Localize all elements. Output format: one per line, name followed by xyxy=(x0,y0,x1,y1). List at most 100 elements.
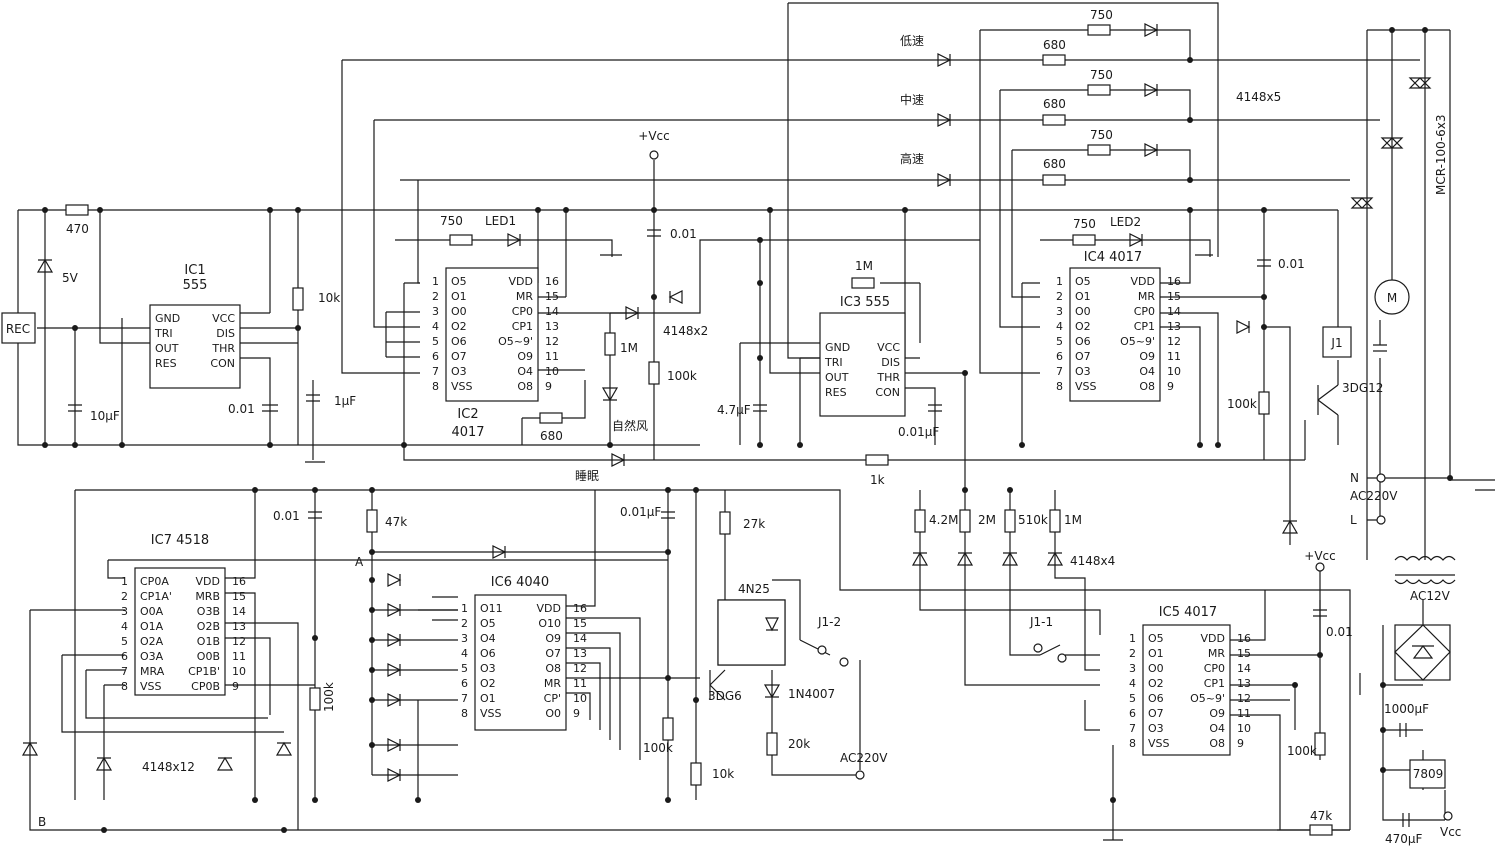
ic5-pin-num-left: 2 xyxy=(1129,647,1136,660)
ic4-pin-num-right: 16 xyxy=(1167,275,1181,288)
ic6-pin-num-left: 8 xyxy=(461,707,468,720)
ic5-pin-num-left: 5 xyxy=(1129,692,1136,705)
ic7-pin-right: CP1B' xyxy=(188,665,220,678)
ic2-title: 4017 xyxy=(451,425,484,440)
ic2-pin-right: CP1 xyxy=(512,320,533,333)
ic2-pin-left: O1 xyxy=(451,290,467,303)
ic5-pin-num-right: 10 xyxy=(1237,722,1251,735)
ic4-pin-num-left: 7 xyxy=(1056,365,1063,378)
ic5-pin-left: O1 xyxy=(1148,647,1164,660)
ic6-pin-num-right: 13 xyxy=(573,647,587,660)
label-c001-ic1: 0.01 xyxy=(228,402,255,416)
ic6-pin-right: MR xyxy=(544,677,561,690)
ic7-pin-num-right: 11 xyxy=(232,650,246,663)
label-r750-led2: 750 xyxy=(1073,217,1096,231)
label-r47k-bottom: 47k xyxy=(1310,809,1332,823)
label-r42m: 4.2M xyxy=(929,513,958,527)
junctions xyxy=(42,27,1453,833)
ic6-pin-left: O1 xyxy=(480,692,496,705)
ic7-pin-right: O1B xyxy=(197,635,220,648)
label-c1000uf: 1000μF xyxy=(1384,702,1429,716)
ic7-box xyxy=(134,567,226,696)
ic7-pin-right: O0B xyxy=(197,650,220,663)
ic6-pin-left: O11 xyxy=(480,602,503,615)
label-vcc-bottom: Vcc xyxy=(1440,825,1461,839)
ic4-pin-num-left: 2 xyxy=(1056,290,1063,303)
ic5-pin-left: O7 xyxy=(1148,707,1164,720)
ic5-pin-right: O8 xyxy=(1209,737,1225,750)
ic1-title: IC1 xyxy=(184,263,205,278)
label-speed-high: 高速 xyxy=(900,151,924,166)
ic1-title: 555 xyxy=(183,278,208,293)
ic4-pin-num-right: 11 xyxy=(1167,350,1181,363)
ic2-pin-right: O4 xyxy=(517,365,533,378)
ic6-pin-num-right: 15 xyxy=(573,617,587,630)
label-r100k-ic7: 100k xyxy=(322,682,336,712)
ic2-pin-left: O5 xyxy=(451,275,467,288)
ic4-pin-left: VSS xyxy=(1075,380,1097,393)
ic7-pin-left: O3A xyxy=(140,650,164,663)
label-ac220-top: AC220V xyxy=(1350,489,1398,503)
label-natural-wind: 自然风 xyxy=(612,418,648,433)
ic4-pin-right: O4 xyxy=(1139,365,1155,378)
label-r100k-ic2: 100k xyxy=(667,369,697,383)
ic2-pin-num-left: 5 xyxy=(432,335,439,348)
ic2-pin-num-left: 4 xyxy=(432,320,439,333)
ic6-pin-right: O0 xyxy=(545,707,561,720)
ic7-pin-left: O0A xyxy=(140,605,164,618)
ic7-pin-left: VSS xyxy=(140,680,162,693)
ic2-pin-num-left: 1 xyxy=(432,275,439,288)
ic3-pin-right: THR xyxy=(876,371,900,384)
label-n: N xyxy=(1350,471,1359,485)
ic2-pin-num-left: 8 xyxy=(432,380,439,393)
label-r680-b: 680 xyxy=(1043,97,1066,111)
label-d4148x5: 4148x5 xyxy=(1236,90,1281,104)
ic-boxes xyxy=(1,267,1451,789)
label-speed-low: 低速 xyxy=(900,34,924,48)
resistors xyxy=(65,24,1333,836)
label-c001uf-ic6: 0.01μF xyxy=(620,505,661,519)
label-r100k-ic6: 100k xyxy=(643,741,673,755)
ic6-pin-right: O8 xyxy=(545,662,561,675)
ic2-pin-right: VDD xyxy=(509,275,533,288)
ic7-pin-num-right: 15 xyxy=(232,590,246,603)
rec-box xyxy=(1,312,36,344)
ic2-pin-num-right: 13 xyxy=(545,320,559,333)
label-led1: LED1 xyxy=(485,214,516,228)
label-r10k-bottom: 10k xyxy=(712,767,734,781)
label-r27k: 27k xyxy=(743,517,765,531)
ic1-pin-right: CON xyxy=(210,357,235,370)
ic5-pin-left: O5 xyxy=(1148,632,1164,645)
ic6-pin-right: O9 xyxy=(545,632,561,645)
ic2-pin-left: O2 xyxy=(451,320,467,333)
ic1-pin-right: THR xyxy=(211,342,235,355)
ic7-pin-num-left: 6 xyxy=(121,650,128,663)
ic1-pin-left: OUT xyxy=(155,342,179,355)
label-r750-c: 750 xyxy=(1090,128,1113,142)
label-c001-ic5: 0.01 xyxy=(1326,625,1353,639)
label-vcc-top: +Vcc xyxy=(638,129,669,143)
label-j1-2: J1-2 xyxy=(817,615,841,629)
ic3-title: IC3 555 xyxy=(840,295,890,310)
ic2-pin-left: O3 xyxy=(451,365,467,378)
ic6-pin-num-right: 11 xyxy=(573,677,587,690)
label-led2: LED2 xyxy=(1110,215,1141,229)
label-r47k-ic6: 47k xyxy=(385,515,407,529)
ic7-pin-left: O1A xyxy=(140,620,164,633)
label-c001-ic7: 0.01 xyxy=(273,509,300,523)
ic6-title: IC6 4040 xyxy=(491,575,549,590)
ic4-pin-right: MR xyxy=(1138,290,1155,303)
ic4-pin-num-left: 4 xyxy=(1056,320,1063,333)
ic1-pin-right: DIS xyxy=(216,327,235,340)
ic5-pin-num-right: 15 xyxy=(1237,647,1251,660)
ic2-pin-right: O8 xyxy=(517,380,533,393)
ic2-pin-num-right: 11 xyxy=(545,350,559,363)
ic4-box xyxy=(1069,267,1161,402)
ic6-pin-num-right: 12 xyxy=(573,662,587,675)
label-r1m-ic5: 1M xyxy=(1064,513,1082,527)
ic3-pin-right: VCC xyxy=(877,341,900,354)
optocoupler-4n25-box xyxy=(717,599,786,666)
label-speed-mid: 中速 xyxy=(900,92,924,107)
label-r680-a: 680 xyxy=(1043,38,1066,52)
